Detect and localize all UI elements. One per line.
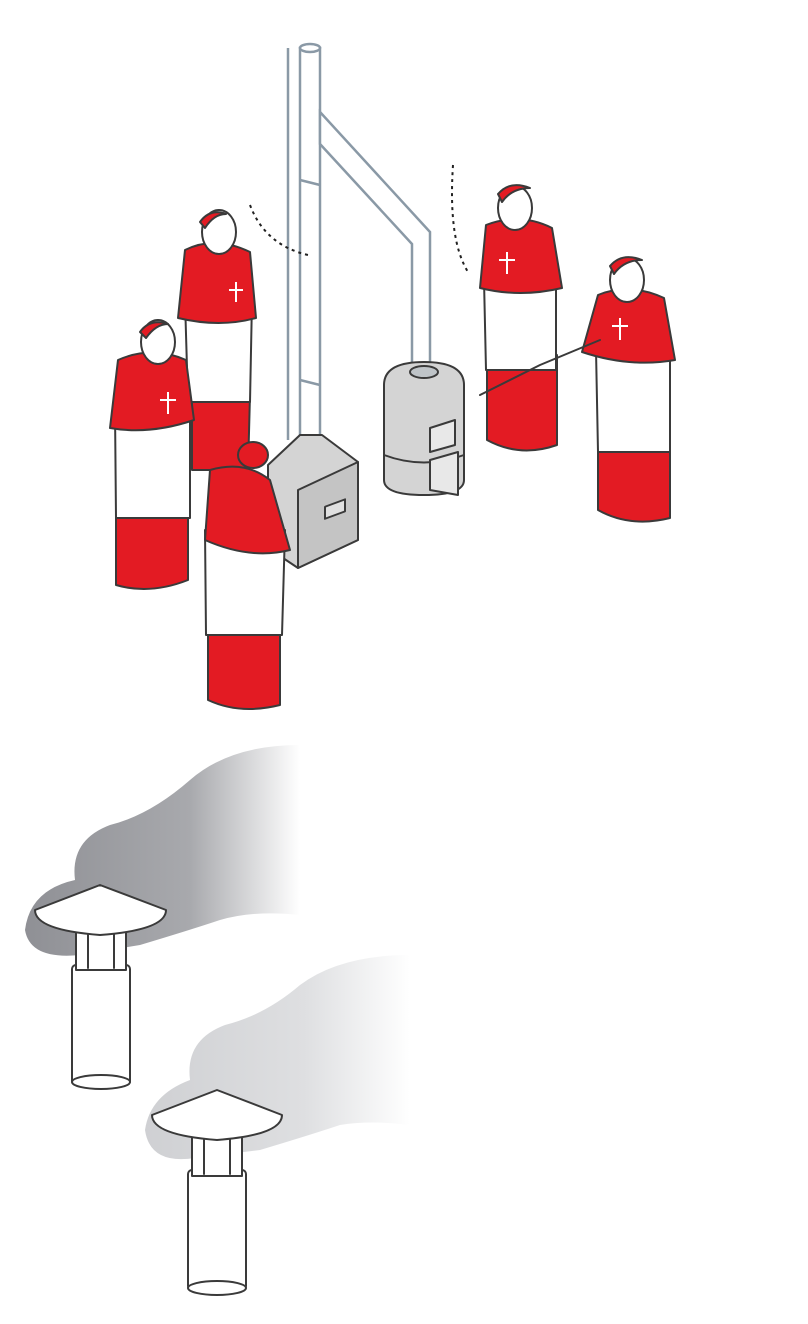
cardinal-right (479, 256, 676, 523)
cardinal-back-left (177, 209, 257, 471)
cardinal-left (109, 319, 195, 590)
dashed-line (451, 164, 469, 273)
cardinal-front (204, 441, 291, 710)
cardinal-right-back (479, 184, 563, 452)
black-smoke-chimney (25, 745, 300, 1090)
chemical-stove (383, 361, 465, 496)
chimney-pipe (286, 42, 432, 442)
white-smoke-chimney (145, 955, 410, 1296)
dashed-line (249, 204, 309, 256)
